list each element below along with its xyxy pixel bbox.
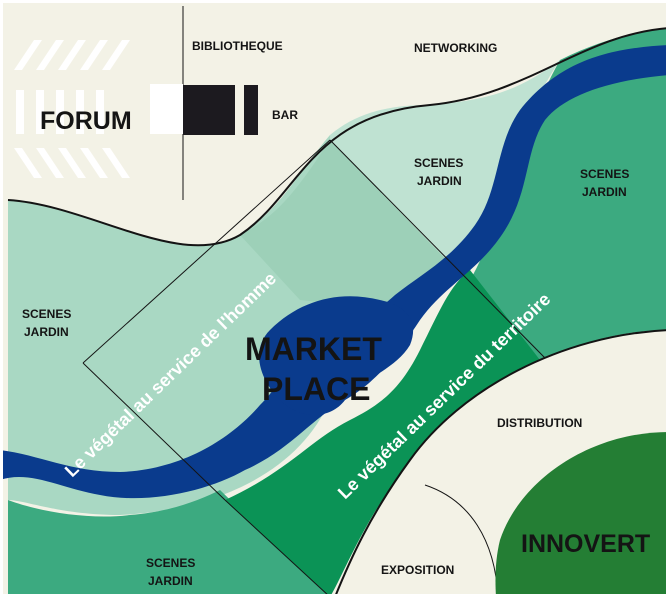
forum-bars: [16, 84, 183, 134]
label-scenes-east: SCENES: [580, 167, 629, 181]
zone-innovert: [495, 432, 669, 597]
label-jardin-south: JARDIN: [148, 574, 193, 588]
label-scenes-south: SCENES: [146, 556, 195, 570]
boundary-line-sw: [82, 362, 226, 501]
label-exposition: EXPOSITION: [381, 563, 454, 577]
bar-block-thin: [244, 85, 258, 135]
label-jardin-north: JARDIN: [417, 174, 462, 188]
zone-territoire: [225, 270, 540, 597]
forum-stripes-top: [14, 40, 130, 70]
bar-block: [183, 85, 235, 135]
label-innovert: INNOVERT: [521, 530, 650, 558]
forum-stripes-bottom: [14, 148, 130, 178]
market-place-area: [259, 296, 414, 415]
label-jardin-east: JARDIN: [582, 185, 627, 199]
label-market: MARKET: [245, 331, 382, 367]
label-place: PLACE: [262, 371, 370, 407]
zone-scenes-jardin-east: [470, 28, 669, 360]
boundary-line-ne: [329, 139, 546, 359]
label-forum: FORUM: [40, 107, 132, 135]
zone-homme-inner: [240, 140, 445, 310]
label-jardin-west: JARDIN: [24, 325, 69, 339]
river: [0, 45, 669, 499]
label-scenes-west: SCENES: [22, 307, 71, 321]
label-scenes-north: SCENES: [414, 156, 463, 170]
zone-scenes-jardin-south: [8, 490, 330, 597]
north-shore-line: [7, 27, 669, 247]
label-distribution: DISTRIBUTION: [497, 416, 582, 430]
boundary-line-nw: [82, 139, 331, 364]
label-networking: NETWORKING: [414, 41, 497, 55]
label-bibliotheque: BIBLIOTHEQUE: [192, 39, 283, 53]
label-bar: BAR: [272, 108, 298, 122]
boundary-line-s: [224, 499, 331, 597]
zone-scenes-jardin-north: [330, 60, 560, 258]
